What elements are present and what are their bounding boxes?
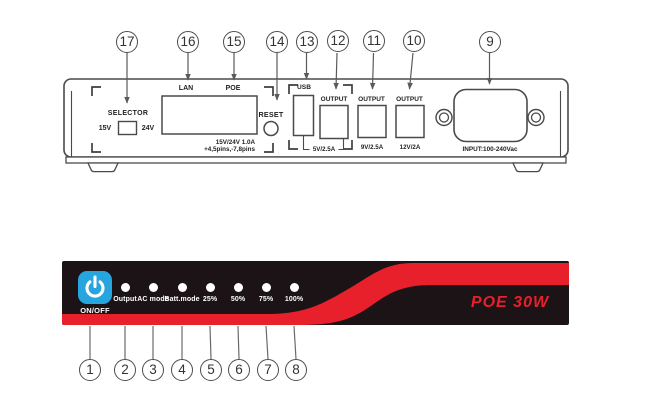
led-label-100: 100%	[284, 296, 304, 303]
led-100	[289, 283, 299, 292]
on-off-label: ON/OFF	[80, 306, 110, 315]
led-50	[233, 283, 243, 292]
led-output	[120, 283, 130, 292]
callout-13: 13	[296, 31, 318, 53]
power-button	[78, 271, 112, 304]
selector-label: SELECTOR	[107, 110, 149, 117]
selector-15v-label: 15V	[98, 124, 112, 132]
callout-9: 9	[479, 31, 501, 53]
usb-label: USB	[297, 84, 311, 91]
selector-24v-label: 24V	[141, 124, 155, 132]
callout-4: 4	[171, 359, 193, 381]
led-batt-mode	[177, 283, 187, 292]
rating-connector-5v	[302, 135, 345, 151]
callout-12: 12	[327, 30, 349, 52]
led-label-ac-mode: AC mode	[137, 296, 169, 303]
callout-5: 5	[200, 359, 222, 381]
group-brackets-left	[91, 86, 274, 153]
output-port-9v	[357, 104, 387, 139]
foot-left	[86, 162, 120, 173]
red-swoosh	[62, 263, 569, 325]
bottom-leader-lines	[89, 325, 297, 360]
usb-port	[292, 94, 315, 137]
reset-button	[263, 120, 279, 137]
callout-16: 16	[177, 31, 199, 53]
callout-2: 2	[114, 359, 136, 381]
poe-label: POE	[225, 85, 241, 92]
output-port-5v	[319, 104, 349, 140]
callout-10: 10	[403, 30, 425, 52]
group-brackets-usb	[288, 84, 353, 150]
callout-17: 17	[116, 31, 138, 53]
led-label-75: 75%	[258, 296, 274, 303]
led-label-25: 25%	[202, 296, 218, 303]
led-ac-mode	[148, 283, 158, 292]
callout-1: 1	[79, 359, 101, 381]
callout-6: 6	[228, 359, 250, 381]
brand-text: POE 30W	[470, 294, 550, 311]
input-label: INPUT:100-240Vac	[462, 146, 518, 153]
voltage-selector-switch	[117, 120, 138, 136]
output9-label: OUTPUT	[358, 95, 385, 103]
led-25	[205, 283, 215, 292]
callout-7: 7	[257, 359, 279, 381]
reset-label: RESET	[258, 109, 284, 119]
lan-poe-port	[161, 95, 258, 135]
output5-label: OUTPUT	[320, 95, 348, 103]
callout-11: 11	[363, 30, 385, 52]
port-note-line1: 15V/24V 1.0A	[215, 139, 255, 146]
callout-3: 3	[142, 359, 164, 381]
led-label-output: Output	[113, 296, 137, 303]
lan-label: LAN	[178, 85, 194, 92]
ac-inlet	[453, 88, 528, 143]
callout-15: 15	[223, 31, 245, 53]
callout-14: 14	[266, 31, 288, 53]
rating-9v: 9V/2.5A	[360, 143, 384, 151]
callout-8: 8	[285, 359, 307, 381]
port-note-line2: +4,5pins,-7,8pins	[204, 146, 255, 153]
output12-label: OUTPUT	[396, 95, 423, 103]
power-icon	[85, 275, 105, 298]
rating-5v: 5V/2.5A	[311, 145, 337, 153]
foot-right	[511, 162, 545, 173]
top-leader-lines	[124, 52, 493, 104]
output-port-12v	[395, 104, 425, 139]
front-panel: ON/OFF Output AC mode Batt.mode 25% 50% …	[62, 261, 569, 325]
enclosure-base	[65, 156, 567, 164]
led-75	[261, 283, 271, 292]
rating-12v: 12V/2A	[399, 143, 421, 151]
led-label-50: 50%	[230, 296, 246, 303]
led-label-batt-mode: Batt.mode	[164, 296, 200, 303]
